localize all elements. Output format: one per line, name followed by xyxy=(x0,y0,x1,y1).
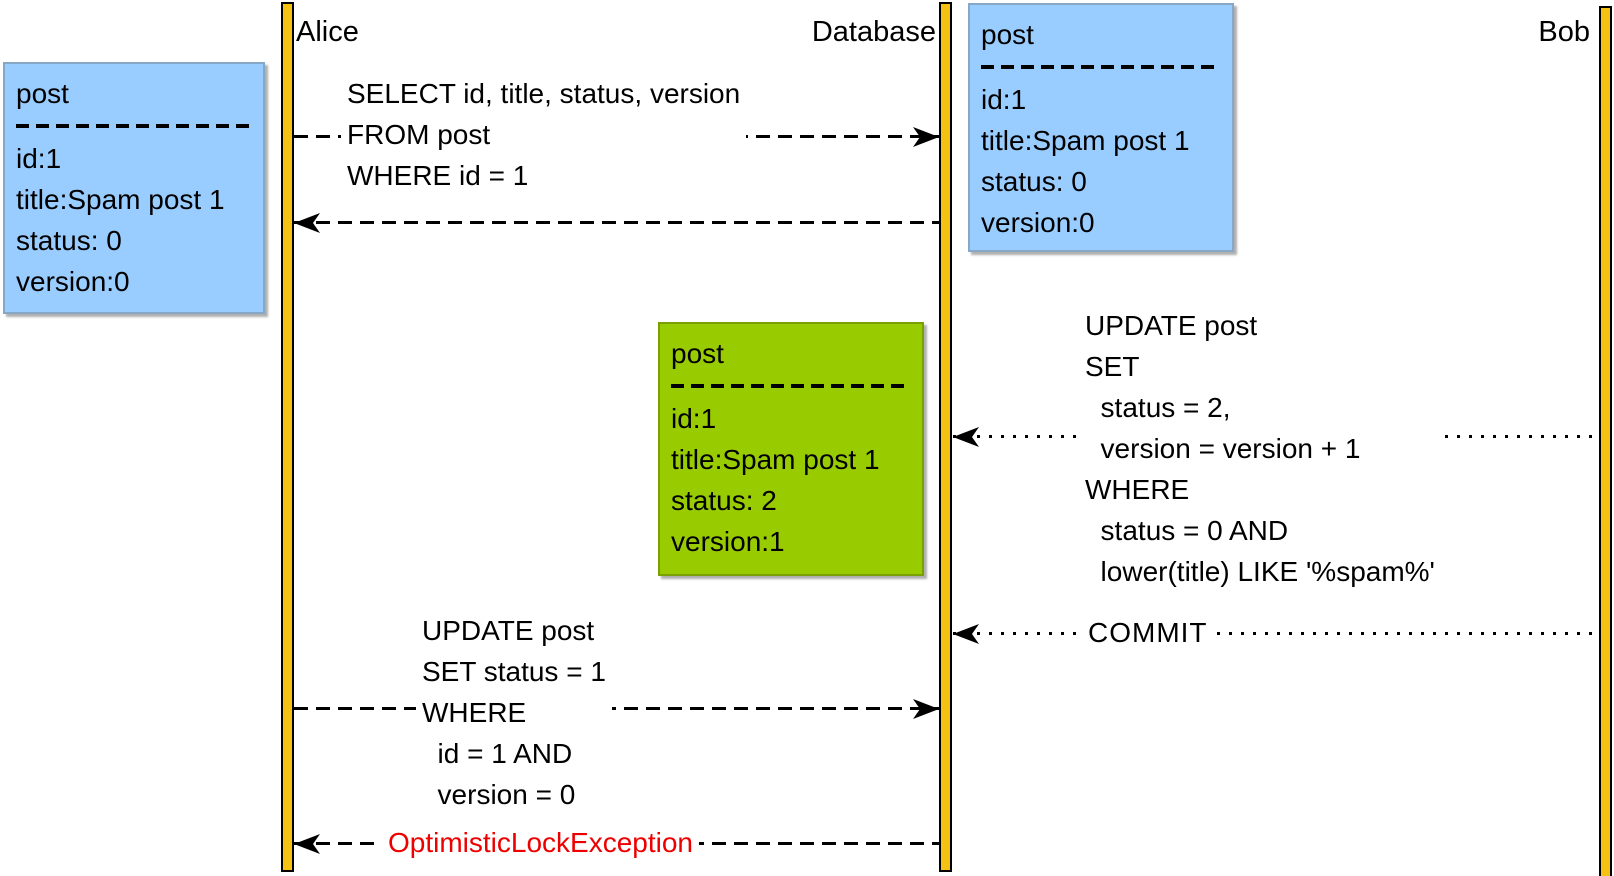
arrowhead-left-icon xyxy=(953,427,979,447)
record-fields: id:1 title:Spam post 1 status: 0 version:0 xyxy=(981,79,1221,243)
text-line: WHERE id = 1 xyxy=(347,160,529,191)
arrowhead-left-icon xyxy=(294,213,320,233)
text-line: UPDATE post xyxy=(422,615,595,646)
bob-lifeline xyxy=(1599,6,1612,876)
text-line: version:0 xyxy=(16,266,130,297)
alice-update-arrow-line xyxy=(294,707,939,710)
commit-arrow-line xyxy=(953,632,1600,635)
arrowhead-right-icon xyxy=(913,127,939,147)
record-separator xyxy=(981,65,1221,69)
text-line: SET status = 1 xyxy=(422,656,606,687)
actor-label-bob: Bob xyxy=(1538,16,1590,48)
text-line: title:Spam post 1 xyxy=(981,125,1190,156)
text-line: lower(title) LIKE '%spam%' xyxy=(1085,556,1435,587)
text-line: id:1 xyxy=(671,403,717,434)
text-line: SET xyxy=(1085,351,1140,382)
text-line: id = 1 AND xyxy=(422,738,573,769)
post-record-alice: post id:1 title:Spam post 1 status: 0 versi… xyxy=(3,62,265,314)
record-fields: id:1 title:Spam post 1 status: 0 version:0 xyxy=(16,138,252,302)
text-line: status: 0 xyxy=(981,166,1087,197)
text-line: title:Spam post 1 xyxy=(16,184,225,215)
text-line: status: 2 xyxy=(671,485,777,516)
text-line: FROM post xyxy=(347,119,491,150)
text-line: UPDATE post xyxy=(1085,310,1258,341)
record-separator xyxy=(671,384,911,388)
actor-label-alice: Alice xyxy=(296,16,359,48)
optimistic-lock-exception-message: OptimisticLockException xyxy=(382,823,700,863)
text-line: id:1 xyxy=(981,84,1027,115)
commit-message: COMMIT xyxy=(1082,613,1214,653)
arrowhead-left-icon xyxy=(953,624,979,644)
text-line: status = 2, xyxy=(1085,392,1231,423)
text-line: status = 0 AND xyxy=(1085,515,1289,546)
text-line: WHERE xyxy=(1085,474,1190,505)
text-line: SELECT id, title, status, version xyxy=(347,78,741,109)
record-fields: id:1 title:Spam post 1 status: 2 version:1 xyxy=(671,398,911,562)
text-line: version = version + 1 xyxy=(1085,433,1361,464)
database-lifeline xyxy=(939,2,952,872)
record-title: post xyxy=(981,19,1034,50)
text-line: title:Spam post 1 xyxy=(671,444,880,475)
record-title: post xyxy=(16,78,69,109)
record-title: post xyxy=(671,338,724,369)
text-line: id:1 xyxy=(16,143,62,174)
actor-label-database: Database xyxy=(811,16,936,48)
text-line: status: 0 xyxy=(16,225,122,256)
text-line: version:1 xyxy=(671,526,785,557)
post-record-database: post id:1 title:Spam post 1 status: 0 versi… xyxy=(968,3,1234,252)
text-line: version:0 xyxy=(981,207,1095,238)
post-record-updated: post id:1 title:Spam post 1 status: 2 versi… xyxy=(658,322,924,576)
text-line: WHERE xyxy=(422,697,527,728)
text-line: version = 0 xyxy=(422,779,576,810)
arrowhead-right-icon xyxy=(913,699,939,719)
record-separator xyxy=(16,124,252,128)
arrowhead-left-icon xyxy=(294,834,320,854)
alice-lifeline xyxy=(281,2,294,872)
select-return-arrow-line xyxy=(294,221,939,224)
